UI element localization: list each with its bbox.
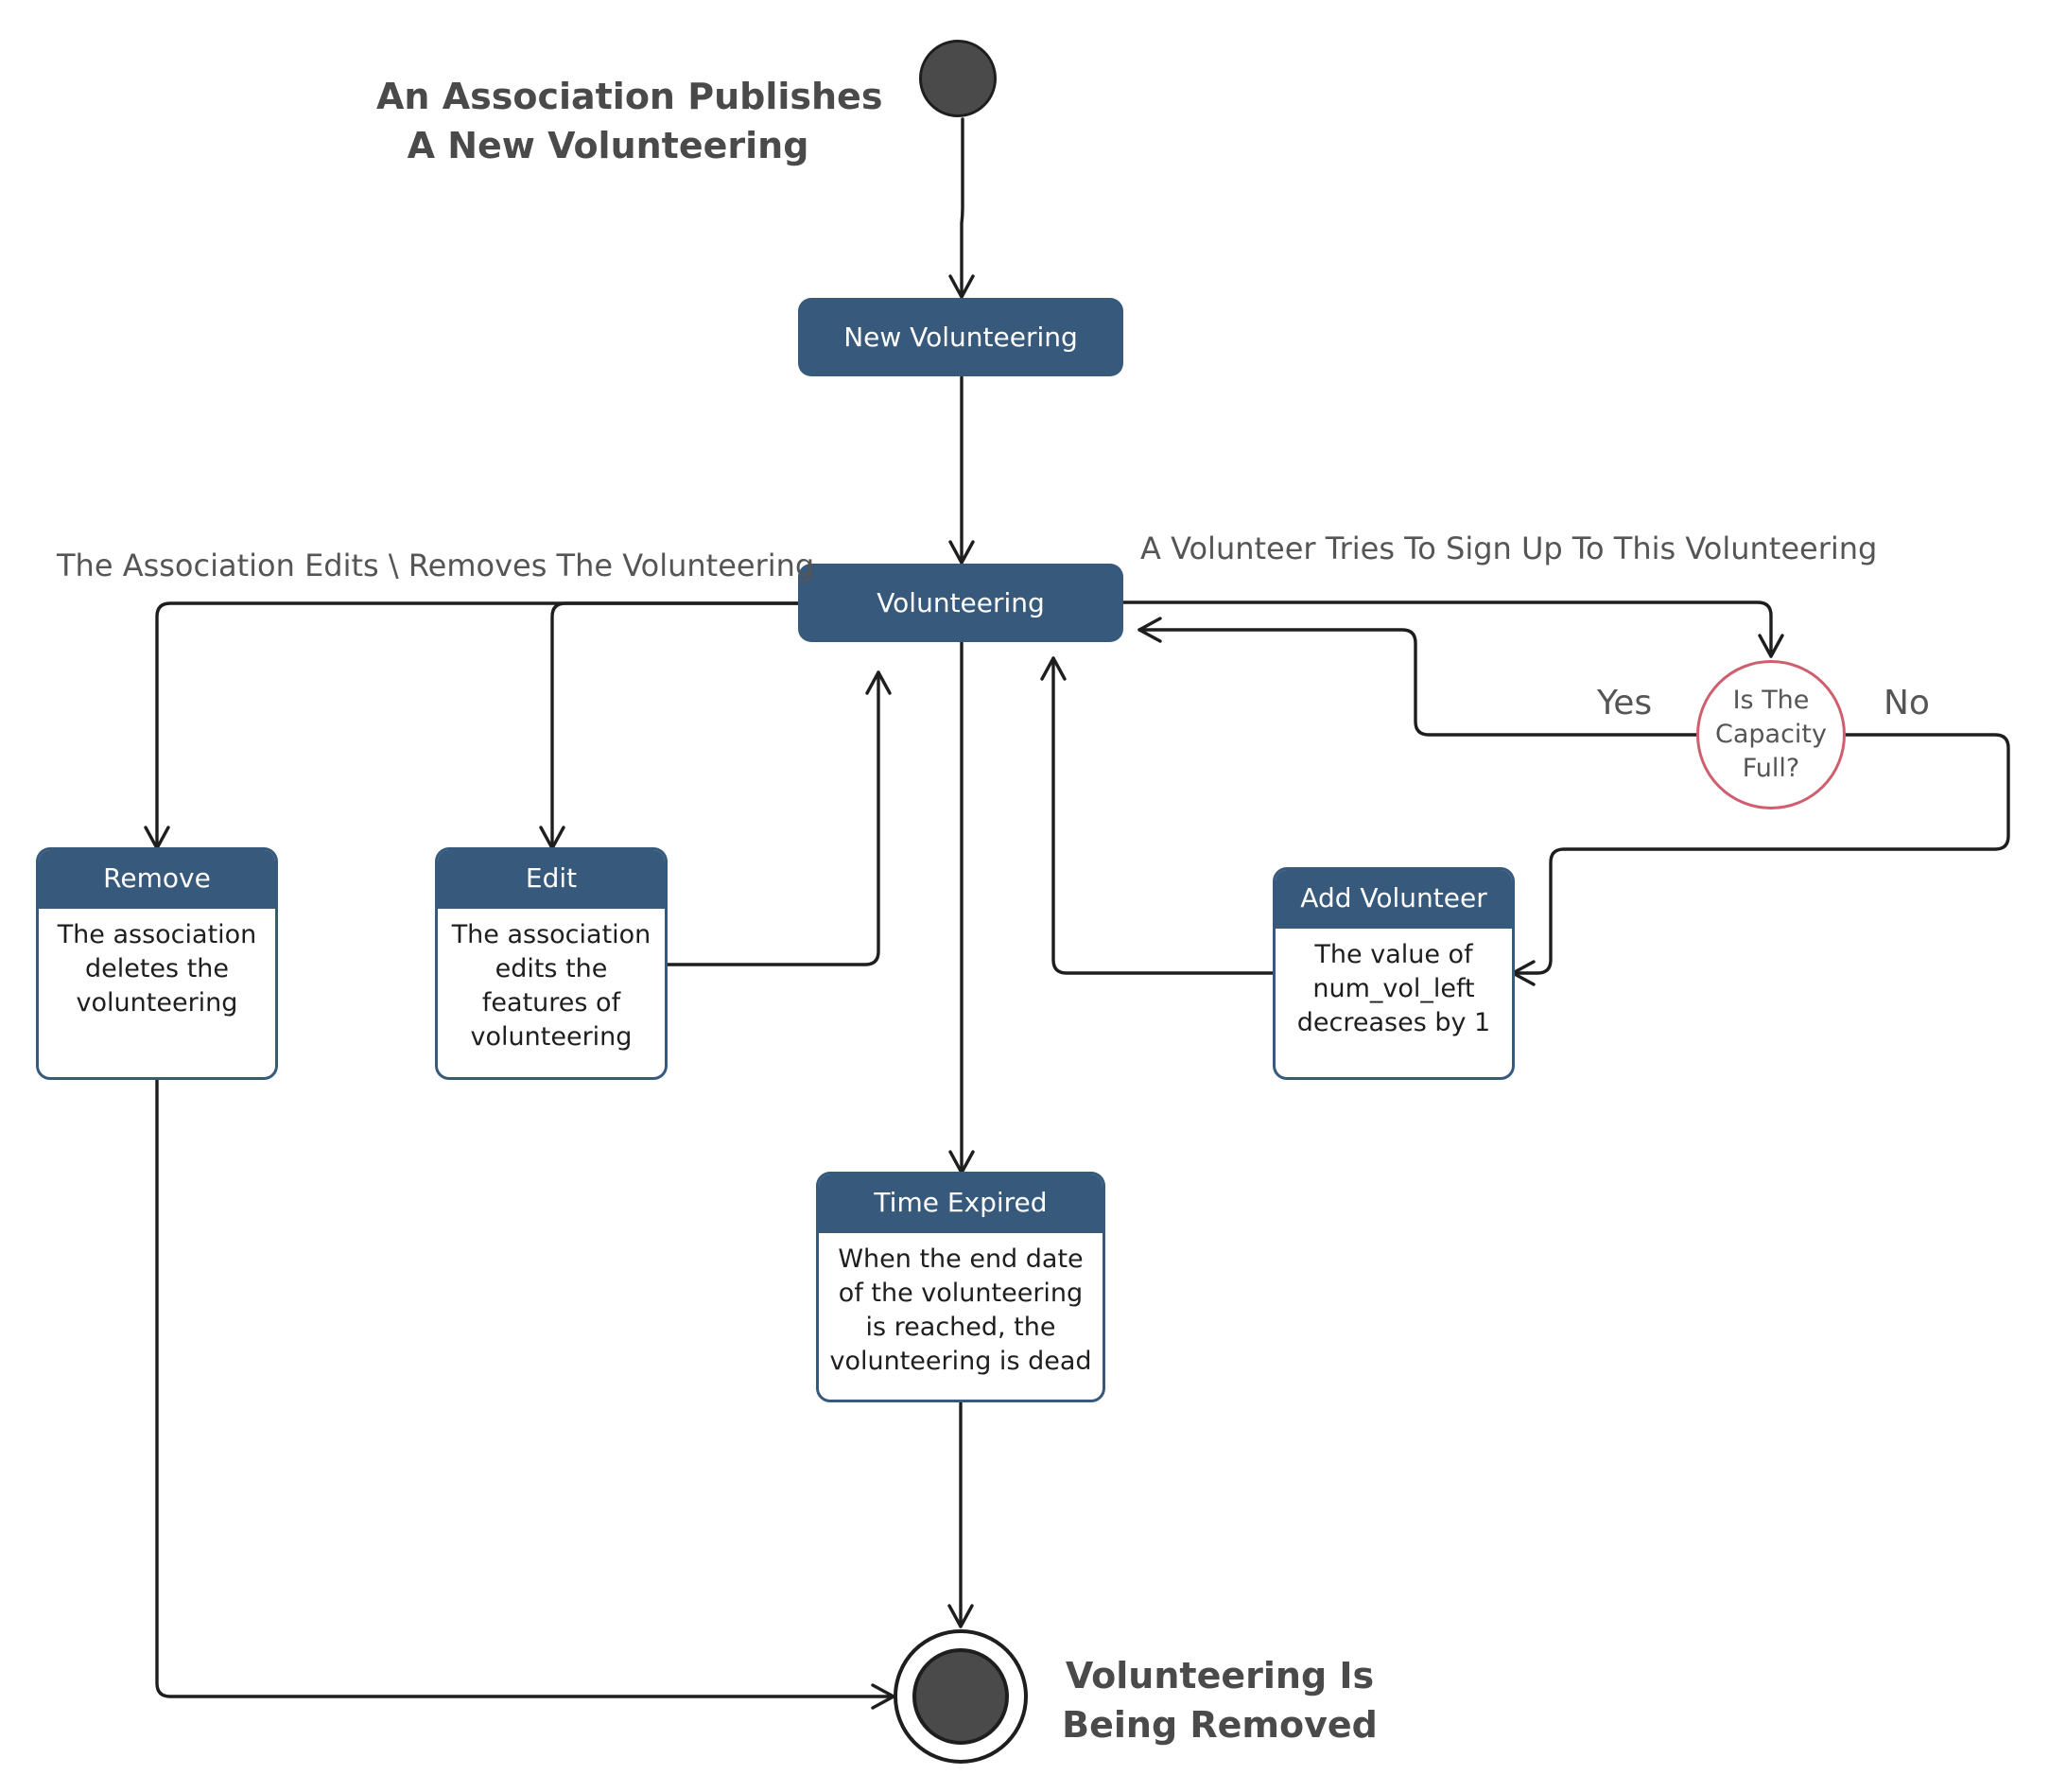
time-expired-body-line: volunteering is dead <box>829 1347 1092 1376</box>
arrowhead-add-return <box>1040 656 1067 681</box>
arrowhead-volunteering <box>948 540 975 565</box>
end-note-line-2: Being Removed <box>1062 1704 1378 1746</box>
arrowhead-decision <box>1758 634 1784 658</box>
time-expired-body-line: of the volunteering <box>838 1279 1084 1308</box>
end-note: Volunteering Is Being Removed <box>1059 1651 1380 1749</box>
arrowhead-new <box>948 274 975 299</box>
decision-label: Is The Capacity Full? <box>1715 684 1827 786</box>
transition-label-no: No <box>1884 684 1930 722</box>
remove-body-line: deletes the <box>84 954 230 983</box>
decision-line: Capacity <box>1715 720 1827 749</box>
start-note: An Association Publishes A New Volunteer… <box>376 72 883 170</box>
state-edit-description: The association edits the features of vo… <box>438 909 665 1054</box>
edit-body-line: The association <box>451 920 651 949</box>
initial-state-node <box>919 40 997 117</box>
add-volunteer-body-line: decreases by 1 <box>1296 1008 1491 1037</box>
final-state-inner-dot <box>912 1648 1009 1745</box>
transition-label-yes: Yes <box>1597 684 1653 722</box>
wire-to-edit <box>550 601 802 850</box>
wire-remove-to-end <box>155 1077 895 1698</box>
arrowhead-edit-return <box>865 670 892 695</box>
state-edit-title: Edit <box>438 850 665 909</box>
add-volunteer-body-line: The value of <box>1314 940 1473 969</box>
edit-body-line: volunteering <box>470 1022 633 1052</box>
edit-body-line: features of <box>481 988 621 1018</box>
wire-yes-return <box>1137 628 1698 737</box>
start-note-line-1: An Association Publishes <box>376 76 883 117</box>
state-edit[interactable]: Edit The association edits the features … <box>435 847 668 1080</box>
state-remove[interactable]: Remove The association deletes the volun… <box>36 847 278 1080</box>
state-new-volunteering-label: New Volunteering <box>843 322 1078 353</box>
state-add-volunteer-description: The value of num_vol_left decreases by 1 <box>1276 929 1512 1040</box>
transition-label-sign-up: A Volunteer Tries To Sign Up To This Vol… <box>1140 531 1878 566</box>
wire-to-remove <box>155 601 802 850</box>
edit-body-line: edits the <box>495 954 608 983</box>
transition-label-edits-removes: The Association Edits \ Removes The Volu… <box>57 548 815 583</box>
final-state-node <box>894 1629 1028 1764</box>
wire-to-decision <box>1121 600 1773 658</box>
state-volunteering[interactable]: Volunteering <box>798 564 1123 642</box>
state-time-expired-description: When the end date of the volunteering is… <box>819 1233 1103 1379</box>
state-volunteering-label: Volunteering <box>877 587 1045 618</box>
state-remove-description: The association deletes the volunteering <box>39 909 275 1020</box>
decision-capacity-full[interactable]: Is The Capacity Full? <box>1696 660 1846 809</box>
time-expired-body-line: is reached, the <box>865 1313 1056 1342</box>
state-remove-title: Remove <box>39 850 275 909</box>
wire-edit-return <box>665 670 880 966</box>
state-add-volunteer-title: Add Volunteer <box>1276 870 1512 929</box>
state-add-volunteer[interactable]: Add Volunteer The value of num_vol_left … <box>1273 867 1515 1080</box>
arrowhead-end <box>947 1604 974 1628</box>
state-time-expired-title: Time Expired <box>819 1174 1103 1233</box>
add-volunteer-body-line: num_vol_left <box>1312 974 1475 1003</box>
decision-line: Is The <box>1732 686 1810 715</box>
end-note-line-1: Volunteering Is <box>1065 1655 1375 1696</box>
wire-no <box>1511 733 2010 975</box>
state-time-expired[interactable]: Time Expired When the end date of the vo… <box>816 1172 1105 1402</box>
remove-body-line: The association <box>57 920 257 949</box>
decision-line: Full? <box>1742 754 1800 783</box>
state-new-volunteering[interactable]: New Volunteering <box>798 298 1123 376</box>
time-expired-body-line: When the end date <box>838 1244 1084 1274</box>
start-note-line-2: A New Volunteering <box>407 125 809 166</box>
wire-start-to-new <box>960 117 964 299</box>
arrowhead-yes-return <box>1137 617 1162 643</box>
wire-add-return <box>1051 656 1276 975</box>
remove-body-line: volunteering <box>76 988 238 1018</box>
